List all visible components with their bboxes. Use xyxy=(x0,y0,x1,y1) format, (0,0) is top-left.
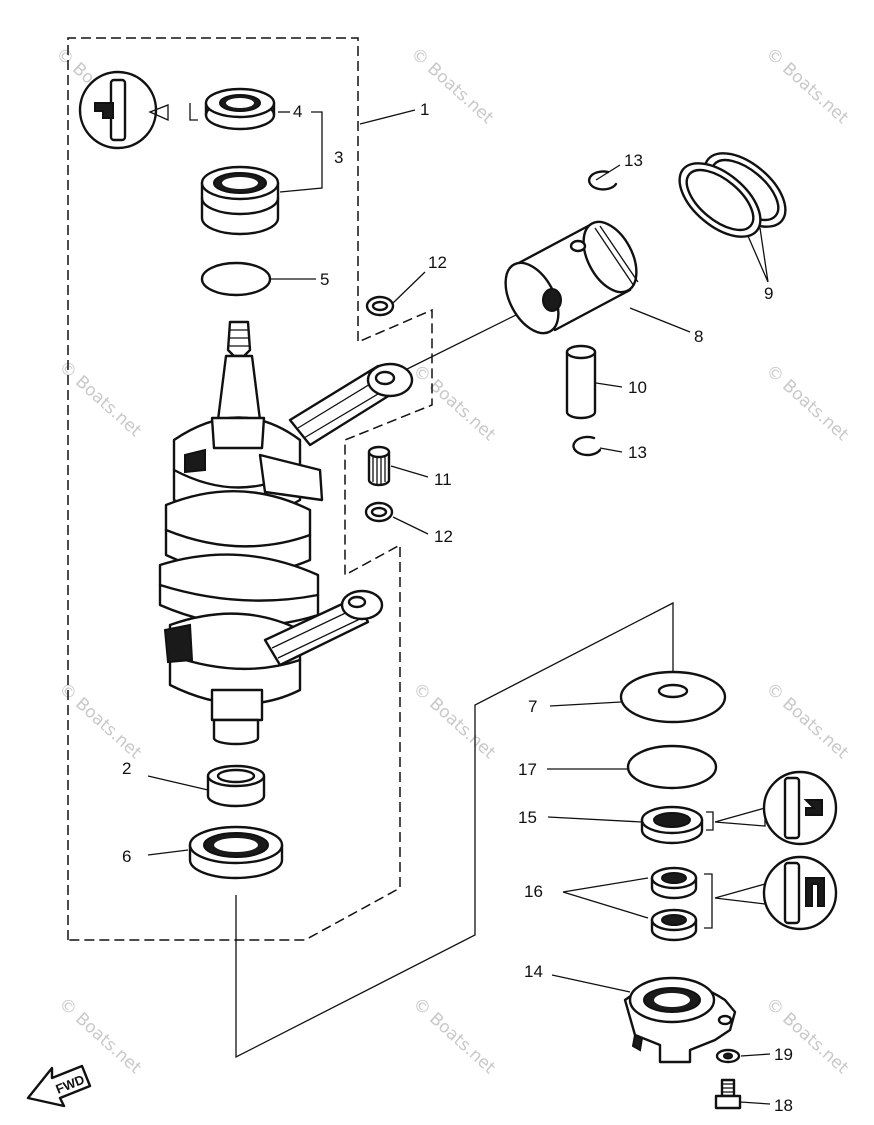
thrust-washer-lower xyxy=(364,501,394,523)
washer-7 xyxy=(619,670,727,724)
callout-5: 5 xyxy=(320,270,329,289)
callout-9: 9 xyxy=(764,284,773,303)
assembly-boundary xyxy=(67,37,433,941)
o-ring-lower xyxy=(626,744,718,790)
callout-16: 16 xyxy=(524,882,543,901)
grease-mark-icon xyxy=(94,102,114,119)
oil-seals-16 xyxy=(562,855,838,942)
piston xyxy=(504,220,639,335)
grease-mark-icon xyxy=(803,799,823,816)
callout-8: 8 xyxy=(694,327,703,346)
callout-18: 18 xyxy=(774,1096,793,1115)
fwd-arrow-icon: FWD xyxy=(26,1064,92,1108)
watermark: © Boats.net xyxy=(762,679,853,763)
crankshaft xyxy=(158,320,324,746)
callout-14: 14 xyxy=(524,962,543,981)
lower-assembly-guide-line xyxy=(235,601,674,1059)
needle-bearing xyxy=(367,445,391,487)
callout-15: 15 xyxy=(518,808,537,827)
callout-19: 19 xyxy=(774,1045,793,1064)
watermark: © Boats.net xyxy=(409,994,500,1078)
thrust-washer-upper xyxy=(365,295,395,317)
piston-axis-line xyxy=(384,307,531,381)
leader-lines xyxy=(147,109,771,1105)
piston-pin-clip-lower xyxy=(572,435,602,457)
watermark: © Boats.net xyxy=(762,994,853,1078)
callout-12-upper: 12 xyxy=(428,253,447,272)
callout-4: 4 xyxy=(293,102,302,121)
o-ring-upper xyxy=(200,261,272,297)
callout-6: 6 xyxy=(122,847,131,866)
piston-pin-clip-upper xyxy=(587,170,618,191)
bolt-18 xyxy=(714,1078,742,1110)
watermark: © Boats.net xyxy=(55,994,146,1078)
bushing-lower xyxy=(206,764,266,808)
oil-seal-lower xyxy=(640,770,838,846)
watermark: © Boats.net xyxy=(762,44,853,128)
washer-19 xyxy=(715,1048,741,1064)
callout-3: 3 xyxy=(334,148,343,167)
callout-labels: 1 2 3 4 5 6 7 8 9 10 11 12 12 13 13 14 1… xyxy=(122,100,793,1115)
bearing-lower xyxy=(188,825,284,880)
grease-mark-icon xyxy=(805,877,825,907)
piston-rings xyxy=(678,152,787,238)
callout-2: 2 xyxy=(122,759,131,778)
lower-housing xyxy=(623,976,737,1064)
callout-11: 11 xyxy=(434,470,452,489)
watermark: © Boats.net xyxy=(762,361,853,445)
callout-13-lower: 13 xyxy=(628,443,647,462)
connecting-rod-upper xyxy=(288,362,414,447)
callout-12-lower: 12 xyxy=(434,527,453,546)
callout-7: 7 xyxy=(528,697,537,716)
piston-pin xyxy=(565,344,597,420)
connecting-rod-lower xyxy=(263,589,384,667)
watermark: © Boats.net xyxy=(409,679,500,763)
callout-10: 10 xyxy=(628,378,647,397)
callout-1: 1 xyxy=(420,100,429,119)
callout-13-upper: 13 xyxy=(624,151,643,170)
bearing-upper xyxy=(200,165,280,236)
oil-seal-upper xyxy=(78,70,276,150)
watermark: © Boats.net xyxy=(409,361,500,445)
callout-17: 17 xyxy=(518,760,537,779)
